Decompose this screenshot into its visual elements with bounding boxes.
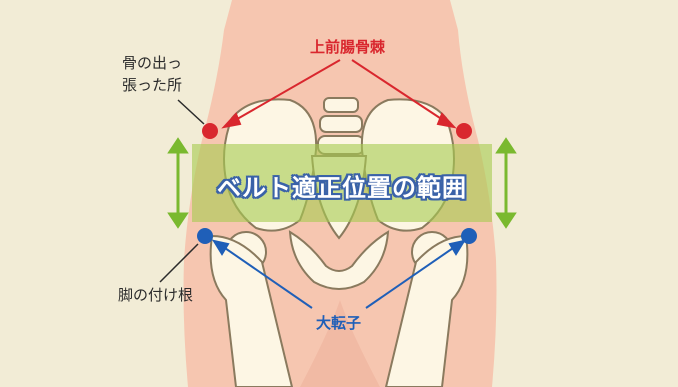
right-femur <box>384 234 469 387</box>
asis-arrowhead-left <box>221 112 242 129</box>
trochanter-pointers <box>211 239 467 309</box>
trochanter-arrowhead-right <box>448 239 467 256</box>
pubis <box>288 230 390 290</box>
hip-bone-label-line2: 張った所 <box>122 76 183 94</box>
asis-arrowhead-right <box>436 112 457 129</box>
hip-bone-leader <box>177 99 205 125</box>
vertebra-1 <box>323 97 359 113</box>
trochanter-arrow-left <box>221 245 313 309</box>
trochanter-marker-right <box>461 228 477 244</box>
leg-base-label: 脚の付け根 <box>118 286 194 304</box>
hip-bone-label-line1: 骨の出っ <box>122 54 183 72</box>
left-range-arrow-top <box>167 137 189 154</box>
leader-lines <box>159 99 205 283</box>
leg-base-leader <box>159 243 199 283</box>
asis-arrow-left <box>231 59 341 123</box>
left-femur <box>209 234 294 387</box>
asis-marker-right <box>456 123 472 139</box>
belt-band <box>192 144 492 222</box>
asis-marker-left <box>202 123 218 139</box>
trochanter-arrow-right <box>365 245 457 309</box>
trochanter-marker-left <box>197 228 213 244</box>
body-shadow <box>300 300 380 387</box>
trochanter-arrowhead-left <box>211 239 230 256</box>
trochanter-label: 大転子 <box>316 314 362 332</box>
right-range-arrow-bottom <box>495 212 517 229</box>
vertebra-2 <box>319 115 363 133</box>
left-range-arrow-bottom <box>167 212 189 229</box>
asis-arrow-right <box>351 59 447 123</box>
belt-range-label: ベルト適正位置の範囲 <box>217 174 467 202</box>
asis-label: 上前腸骨棘 <box>310 38 386 56</box>
asis-pointers <box>221 59 457 129</box>
right-range-arrow-top <box>495 137 517 154</box>
range-arrows <box>167 137 517 229</box>
